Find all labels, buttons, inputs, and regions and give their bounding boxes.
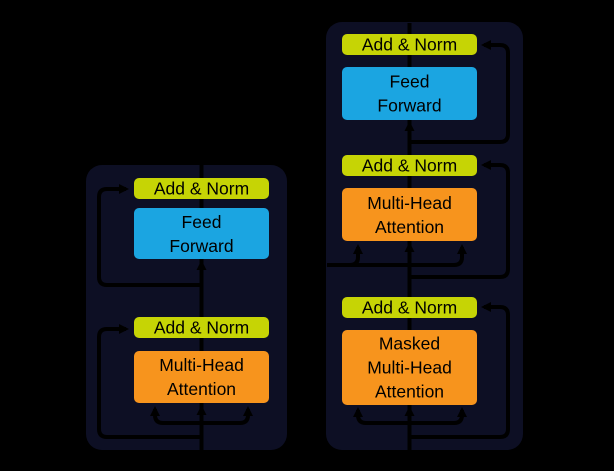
encoder-add-norm-top-box xyxy=(134,178,269,199)
decoder-multi-head-attention-label-line2: Attention xyxy=(375,217,444,237)
decoder-add-norm-top-box xyxy=(342,34,477,55)
decoder-masked-attention-label-line1: Masked xyxy=(379,334,440,354)
decoder-add-norm-bottom-box xyxy=(342,297,477,318)
decoder-add-norm-bottom-label: Add & Norm xyxy=(362,298,457,318)
encoder-residual-top-arrow xyxy=(97,184,202,287)
decoder-feed-forward-box xyxy=(342,67,477,120)
decoder-residual-middle-arrow xyxy=(409,160,510,279)
decoder-add-norm-middle-label: Add & Norm xyxy=(362,156,457,176)
decoder-masked-attention-left-arrow xyxy=(353,407,410,425)
encoder-container xyxy=(86,165,287,450)
encoder-attention-right-arrow xyxy=(201,406,253,425)
encoder-attention-left-arrow xyxy=(150,406,202,425)
encoder-add-norm-top-label: Add & Norm xyxy=(154,179,249,199)
decoder-masked-attention-label-line3: Attention xyxy=(375,382,444,402)
decoder-residual-bottom-arrow xyxy=(409,302,510,439)
decoder-multi-head-attention-label-line1: Multi-Head xyxy=(367,193,452,213)
decoder-masked-multi-head-attention-box xyxy=(342,330,477,405)
encoder-multi-head-attention-label-line2: Attention xyxy=(167,379,236,399)
encoder-multi-head-attention-label-line1: Multi-Head xyxy=(159,355,244,375)
encoder-feed-forward-label-line2: Forward xyxy=(169,236,233,256)
decoder-add-norm-middle-box xyxy=(342,155,477,176)
decoder-feed-forward-label-line2: Forward xyxy=(377,96,441,116)
decoder-feed-forward-label-line1: Feed xyxy=(390,72,430,92)
decoder-residual-top-arrow xyxy=(409,40,510,144)
encoder-feed-forward-label-line1: Feed xyxy=(182,212,222,232)
encoder-add-norm-bottom-label: Add & Norm xyxy=(154,318,249,338)
decoder-add-norm-top-label: Add & Norm xyxy=(362,35,457,55)
encoder-residual-bottom-arrow xyxy=(97,324,202,439)
encoder-feed-forward-box xyxy=(134,208,269,259)
encoder-add-norm-bottom-box xyxy=(134,317,269,338)
decoder-cross-attention-right-arrow xyxy=(327,244,467,267)
encoder-multi-head-attention-box xyxy=(134,351,269,403)
decoder-masked-attention-label-line2: Multi-Head xyxy=(367,358,452,378)
decoder-masked-attention-right-arrow xyxy=(409,407,467,425)
decoder-multi-head-attention-box xyxy=(342,188,477,241)
